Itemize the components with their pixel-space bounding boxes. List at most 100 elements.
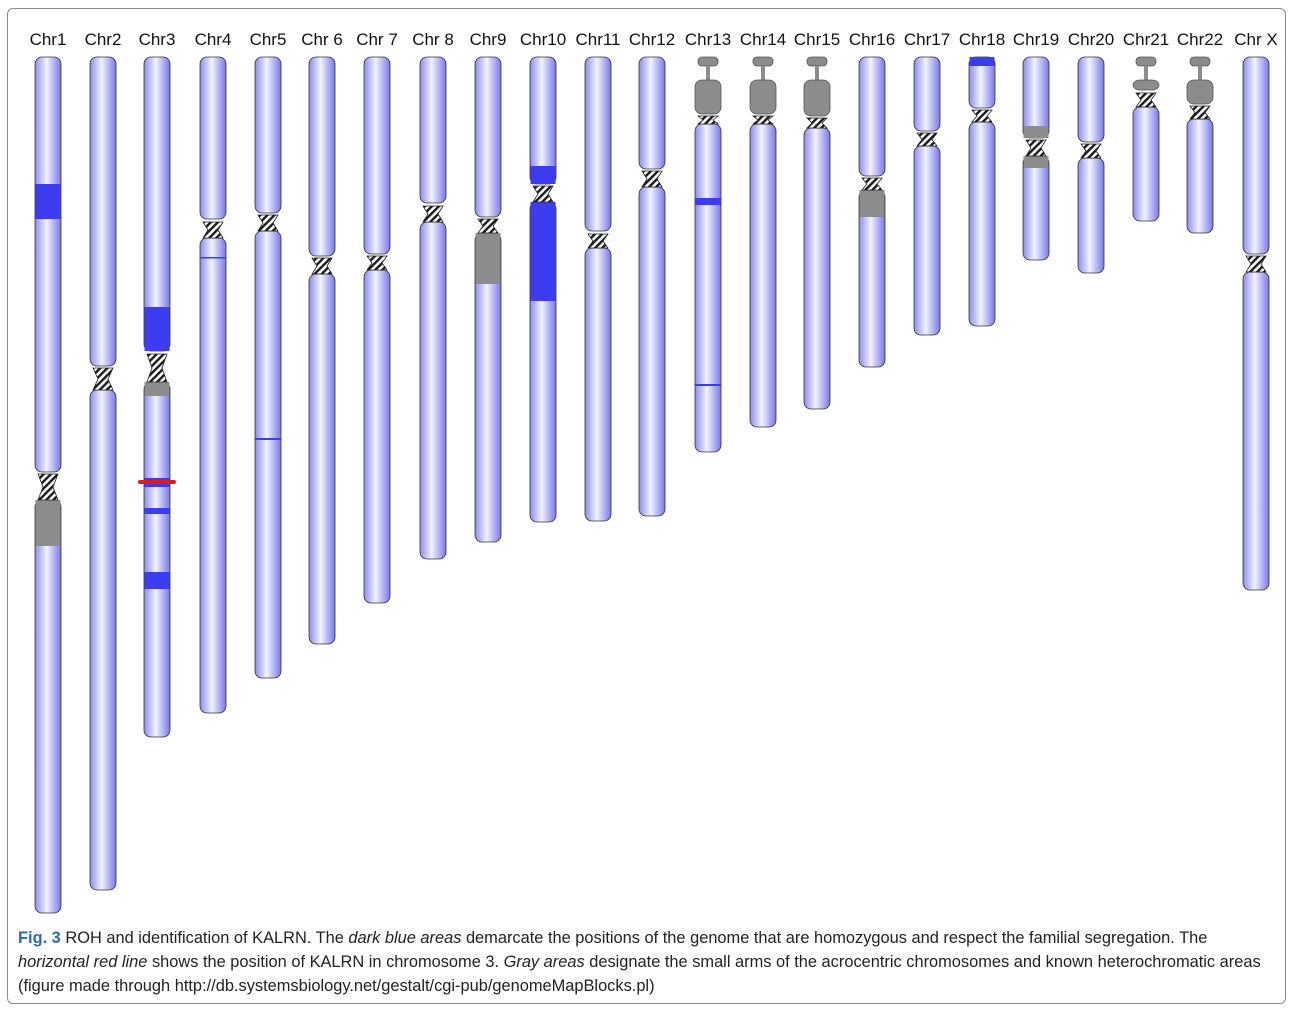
q-arm <box>1022 155 1050 261</box>
centromere <box>1189 105 1211 120</box>
q-arm <box>584 247 612 522</box>
p-arm <box>913 56 941 132</box>
p-arm <box>1077 56 1105 143</box>
satellite-stalk <box>1144 66 1148 80</box>
chromosome-label: Chr4 <box>195 30 232 49</box>
chromosome <box>89 56 117 891</box>
caption-text-3: shows the position of KALRN in chromosom… <box>147 953 504 971</box>
centromere <box>37 473 59 501</box>
chromosome-label: Chr 8 <box>412 30 454 49</box>
caption-text-2: demarcate the positions of the genome th… <box>461 929 1208 947</box>
heterochromatin-band <box>859 190 885 217</box>
centromere <box>477 218 499 234</box>
figure-caption: Fig. 3 ROH and identification of KALRN. … <box>18 926 1280 998</box>
p-arm <box>419 56 447 204</box>
centromere <box>311 257 333 275</box>
q-arm <box>199 237 227 714</box>
q-arm <box>1132 106 1160 222</box>
chromosome <box>694 56 722 453</box>
p-arm <box>199 56 227 220</box>
q-arm <box>34 499 62 914</box>
chromosome-label: Chr20 <box>1068 30 1114 49</box>
chromosome <box>1186 56 1214 234</box>
chromosome-label: Chr5 <box>250 30 287 49</box>
centromere <box>202 221 224 239</box>
caption-emphasis-2: horizontal red line <box>18 953 148 971</box>
chromosome-label: Chr10 <box>520 30 566 49</box>
caption-text-1: ROH and identification of KALRN. The <box>60 929 349 947</box>
figure-frame <box>7 8 1286 1004</box>
chromosome-label: Chr19 <box>1013 30 1059 49</box>
heterochromatin-band <box>475 233 501 284</box>
chromosome <box>584 56 612 522</box>
chromosome-label: Chr22 <box>1177 30 1223 49</box>
p-arm <box>89 56 117 367</box>
p-arm <box>529 56 557 185</box>
chromosome-label: Chr14 <box>740 30 786 49</box>
chromosome <box>138 56 176 738</box>
p-arm <box>254 56 282 214</box>
chromosome-label: Chr 6 <box>301 30 343 49</box>
centromere <box>146 353 168 383</box>
q-arm <box>419 221 447 560</box>
q-arm <box>694 123 722 453</box>
heterochromatin-band <box>35 500 61 546</box>
chromosome <box>308 56 336 645</box>
p-arm <box>858 56 886 177</box>
p-arm <box>34 56 62 473</box>
centromere <box>257 214 279 232</box>
satellite <box>806 56 828 67</box>
centromere <box>641 170 663 188</box>
chromosome <box>1077 56 1105 274</box>
satellite-stalk <box>1198 66 1202 80</box>
chromosome-label: Chr13 <box>685 30 731 49</box>
chromosome <box>1242 56 1270 591</box>
chromosome <box>199 56 227 714</box>
p-arm <box>474 56 502 218</box>
chromosome <box>1132 56 1160 222</box>
p-arm <box>143 56 171 352</box>
heterochromatin-band <box>1023 156 1049 168</box>
chromosome <box>254 56 282 679</box>
caption-emphasis-3: Gray areas <box>503 953 585 971</box>
chromosome <box>803 56 831 410</box>
chromosome <box>474 56 502 543</box>
chromosome-label: Chr21 <box>1123 30 1169 49</box>
q-arm <box>89 389 117 891</box>
chromosome-label: Chr3 <box>139 30 176 49</box>
satellite <box>752 56 774 67</box>
chromosome-label: Chr X <box>1234 30 1277 49</box>
chromosome-label: Chr1 <box>30 30 67 49</box>
chromosome-label: Chr17 <box>904 30 950 49</box>
roh-band <box>35 184 61 219</box>
p-arm <box>638 56 666 170</box>
p-arm <box>584 56 612 232</box>
heterochromatin-band <box>1023 126 1049 138</box>
q-arm <box>254 230 282 679</box>
q-arm <box>749 123 777 428</box>
centromere <box>806 117 828 129</box>
centromere <box>532 185 554 203</box>
satellite <box>1135 56 1157 67</box>
chromosome <box>638 56 666 517</box>
q-arm <box>143 381 171 738</box>
roh-band <box>144 572 170 589</box>
roh-band <box>255 438 281 440</box>
centromere <box>1245 255 1267 273</box>
chromosome <box>913 56 941 336</box>
caption-emphasis-1: dark blue areas <box>348 929 462 947</box>
chromosome <box>419 56 447 560</box>
chromosome-label: Chr2 <box>85 30 122 49</box>
centromere <box>1080 143 1102 159</box>
chromosome-label: Chr15 <box>794 30 840 49</box>
roh-band <box>144 508 170 514</box>
centromere <box>92 367 114 391</box>
chromosome <box>529 56 557 523</box>
q-arm <box>308 273 336 645</box>
satellite-stalk <box>815 66 819 80</box>
p-arm <box>694 79 722 115</box>
chromosome-label: Chr16 <box>849 30 895 49</box>
q-arm <box>363 269 391 604</box>
q-arm <box>1186 118 1214 234</box>
